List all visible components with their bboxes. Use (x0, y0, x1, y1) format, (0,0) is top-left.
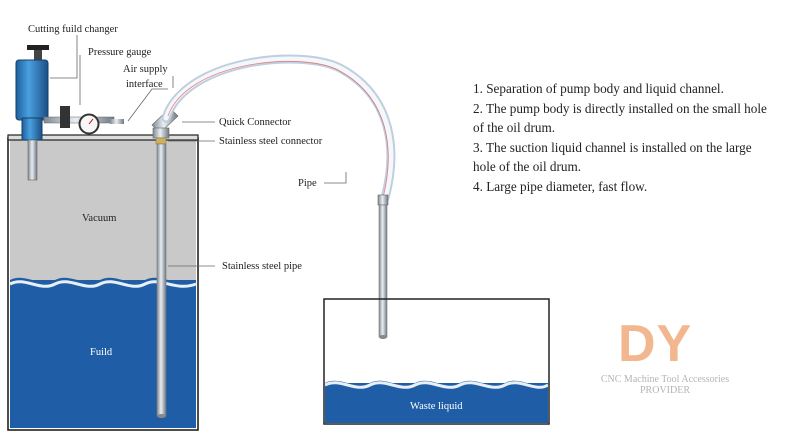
label-pipe: Pipe (298, 178, 317, 189)
label-quick-connector: Quick Connector (219, 117, 292, 128)
feature-item: 4. Large pipe diameter, fast flow. (473, 178, 648, 194)
leader-lines (50, 35, 347, 267)
vacuum-region (10, 140, 196, 280)
label-fluid: Fuild (90, 347, 113, 358)
logo-tagline: CNC Machine Tool Accessories (600, 374, 730, 385)
feature-list: 1. Separation of pump body and liquid ch… (473, 79, 773, 196)
stainless-steel-pipe (156, 143, 167, 417)
label-pressure-gauge: Pressure gauge (88, 47, 152, 58)
waste-tank-outline (323, 298, 550, 425)
label-waste-liquid: Waste liquid (410, 401, 463, 412)
label-air-supply-interface: interface (126, 79, 163, 90)
flexible-pipe (161, 54, 396, 339)
feature-item: 2. The pump body is directly installed o… (473, 100, 767, 136)
label-air-supply: Air supply (123, 64, 168, 75)
waste-liquid-region (325, 383, 548, 423)
dy-logo: DY (618, 315, 693, 373)
pressure-gauge-assembly (43, 106, 124, 135)
label-vacuum: Vacuum (82, 213, 117, 224)
cutting-fluid-changer (15, 45, 49, 181)
label-stainless-steel-pipe: Stainless steel pipe (222, 261, 302, 272)
logo-tagline-provider: PROVIDER (639, 385, 690, 396)
label-stainless-steel-connector: Stainless steel connector (219, 136, 323, 147)
feature-item: 1. Separation of pump body and liquid ch… (473, 81, 724, 96)
label-cutting-fluid-changer: Cutting fuild changer (28, 24, 118, 35)
feature-item: 3. The suction liquid channel is install… (473, 139, 752, 175)
waste-tank (323, 298, 550, 425)
